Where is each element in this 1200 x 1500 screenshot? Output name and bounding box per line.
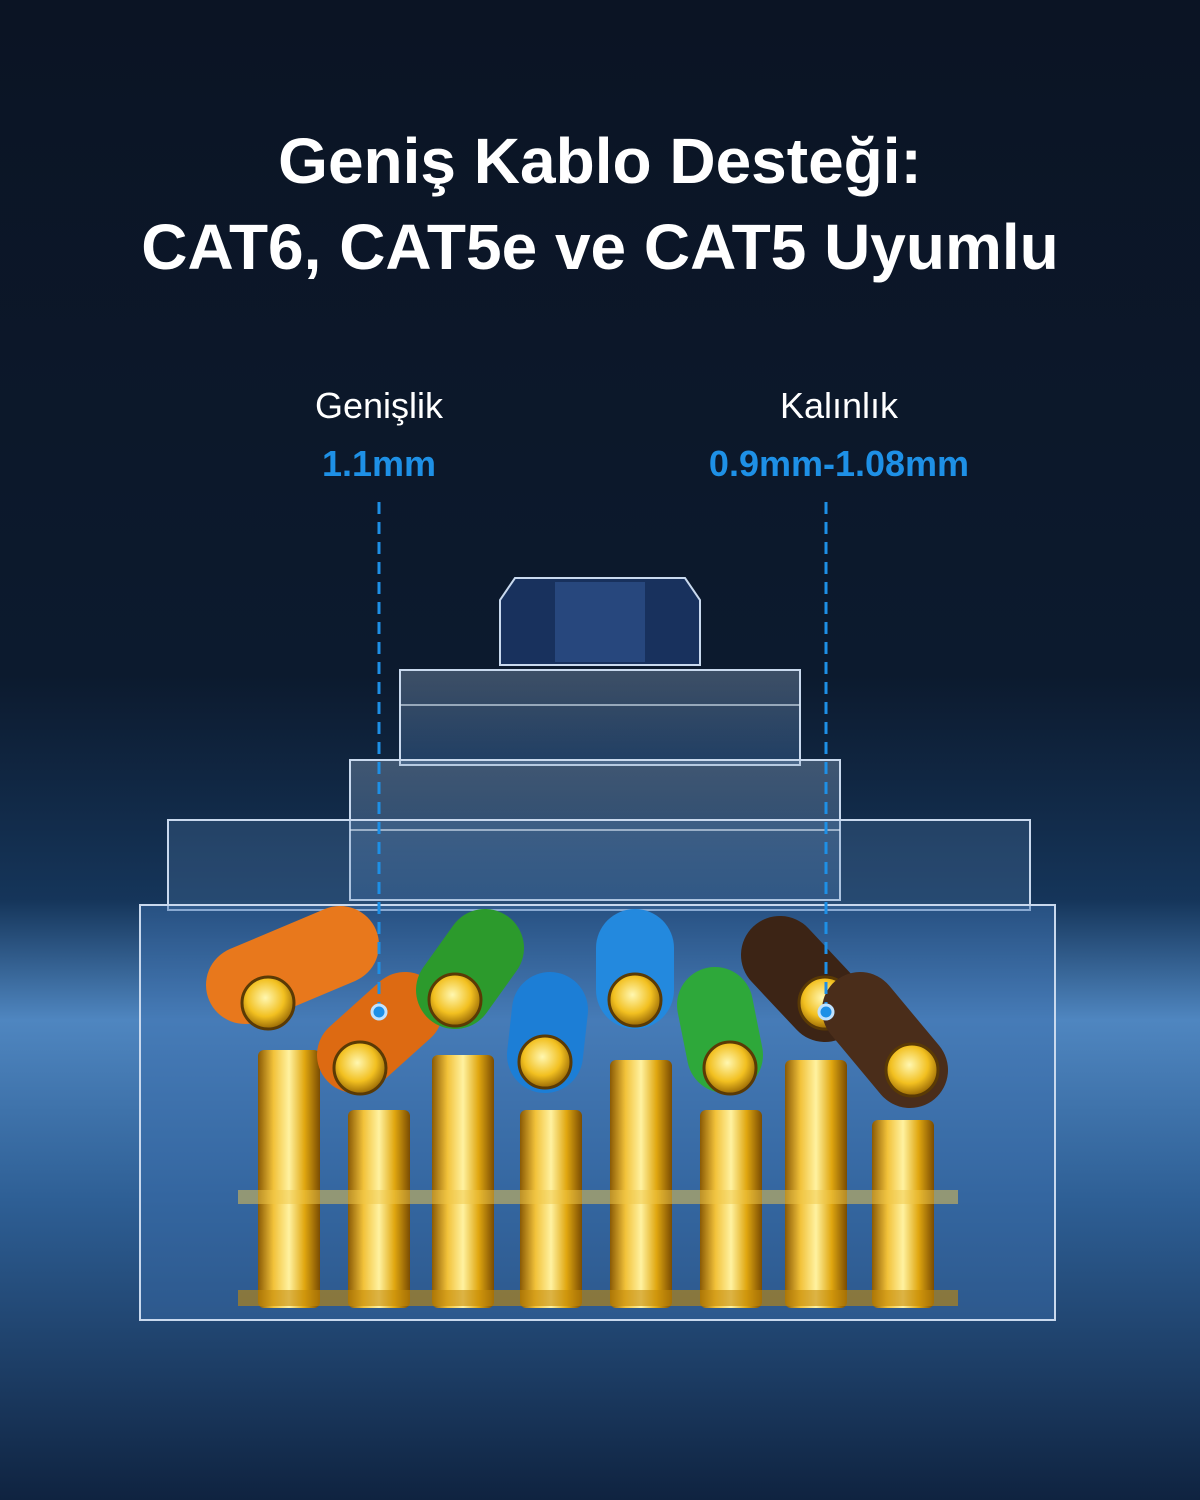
headline-line-2: CAT6, CAT5e ve CAT5 Uyumlu bbox=[141, 211, 1059, 283]
headline: Geniş Kablo Desteği: CAT6, CAT5e ve CAT5… bbox=[0, 118, 1200, 290]
gold-contacts bbox=[238, 1050, 958, 1308]
wire-2-orange bbox=[317, 972, 443, 1096]
width-value: 1.1mm bbox=[321, 443, 437, 484]
wire-3-green bbox=[416, 909, 524, 1029]
thickness-measure-line bbox=[817, 502, 835, 1021]
thickness-value: 0.9mm-1.08mm bbox=[708, 443, 970, 484]
thickness-callout: Kalınlık 0.9mm-1.08mm bbox=[639, 384, 1039, 486]
rj45-connector-icon bbox=[139, 502, 1056, 1321]
wire-8-brown bbox=[822, 972, 948, 1108]
wire-6-green bbox=[677, 967, 763, 1096]
wire-4-blue bbox=[507, 972, 588, 1093]
connector-latch bbox=[499, 577, 701, 666]
width-label: Genişlik bbox=[314, 385, 444, 426]
headline-line-1: Geniş Kablo Desteği: bbox=[278, 125, 922, 197]
thickness-label: Kalınlık bbox=[779, 385, 899, 426]
width-measure-line bbox=[370, 502, 388, 1021]
wire-5-blue bbox=[596, 909, 674, 1029]
width-callout: Genişlik 1.1mm bbox=[229, 384, 529, 486]
wire-1-orange bbox=[206, 906, 379, 1031]
